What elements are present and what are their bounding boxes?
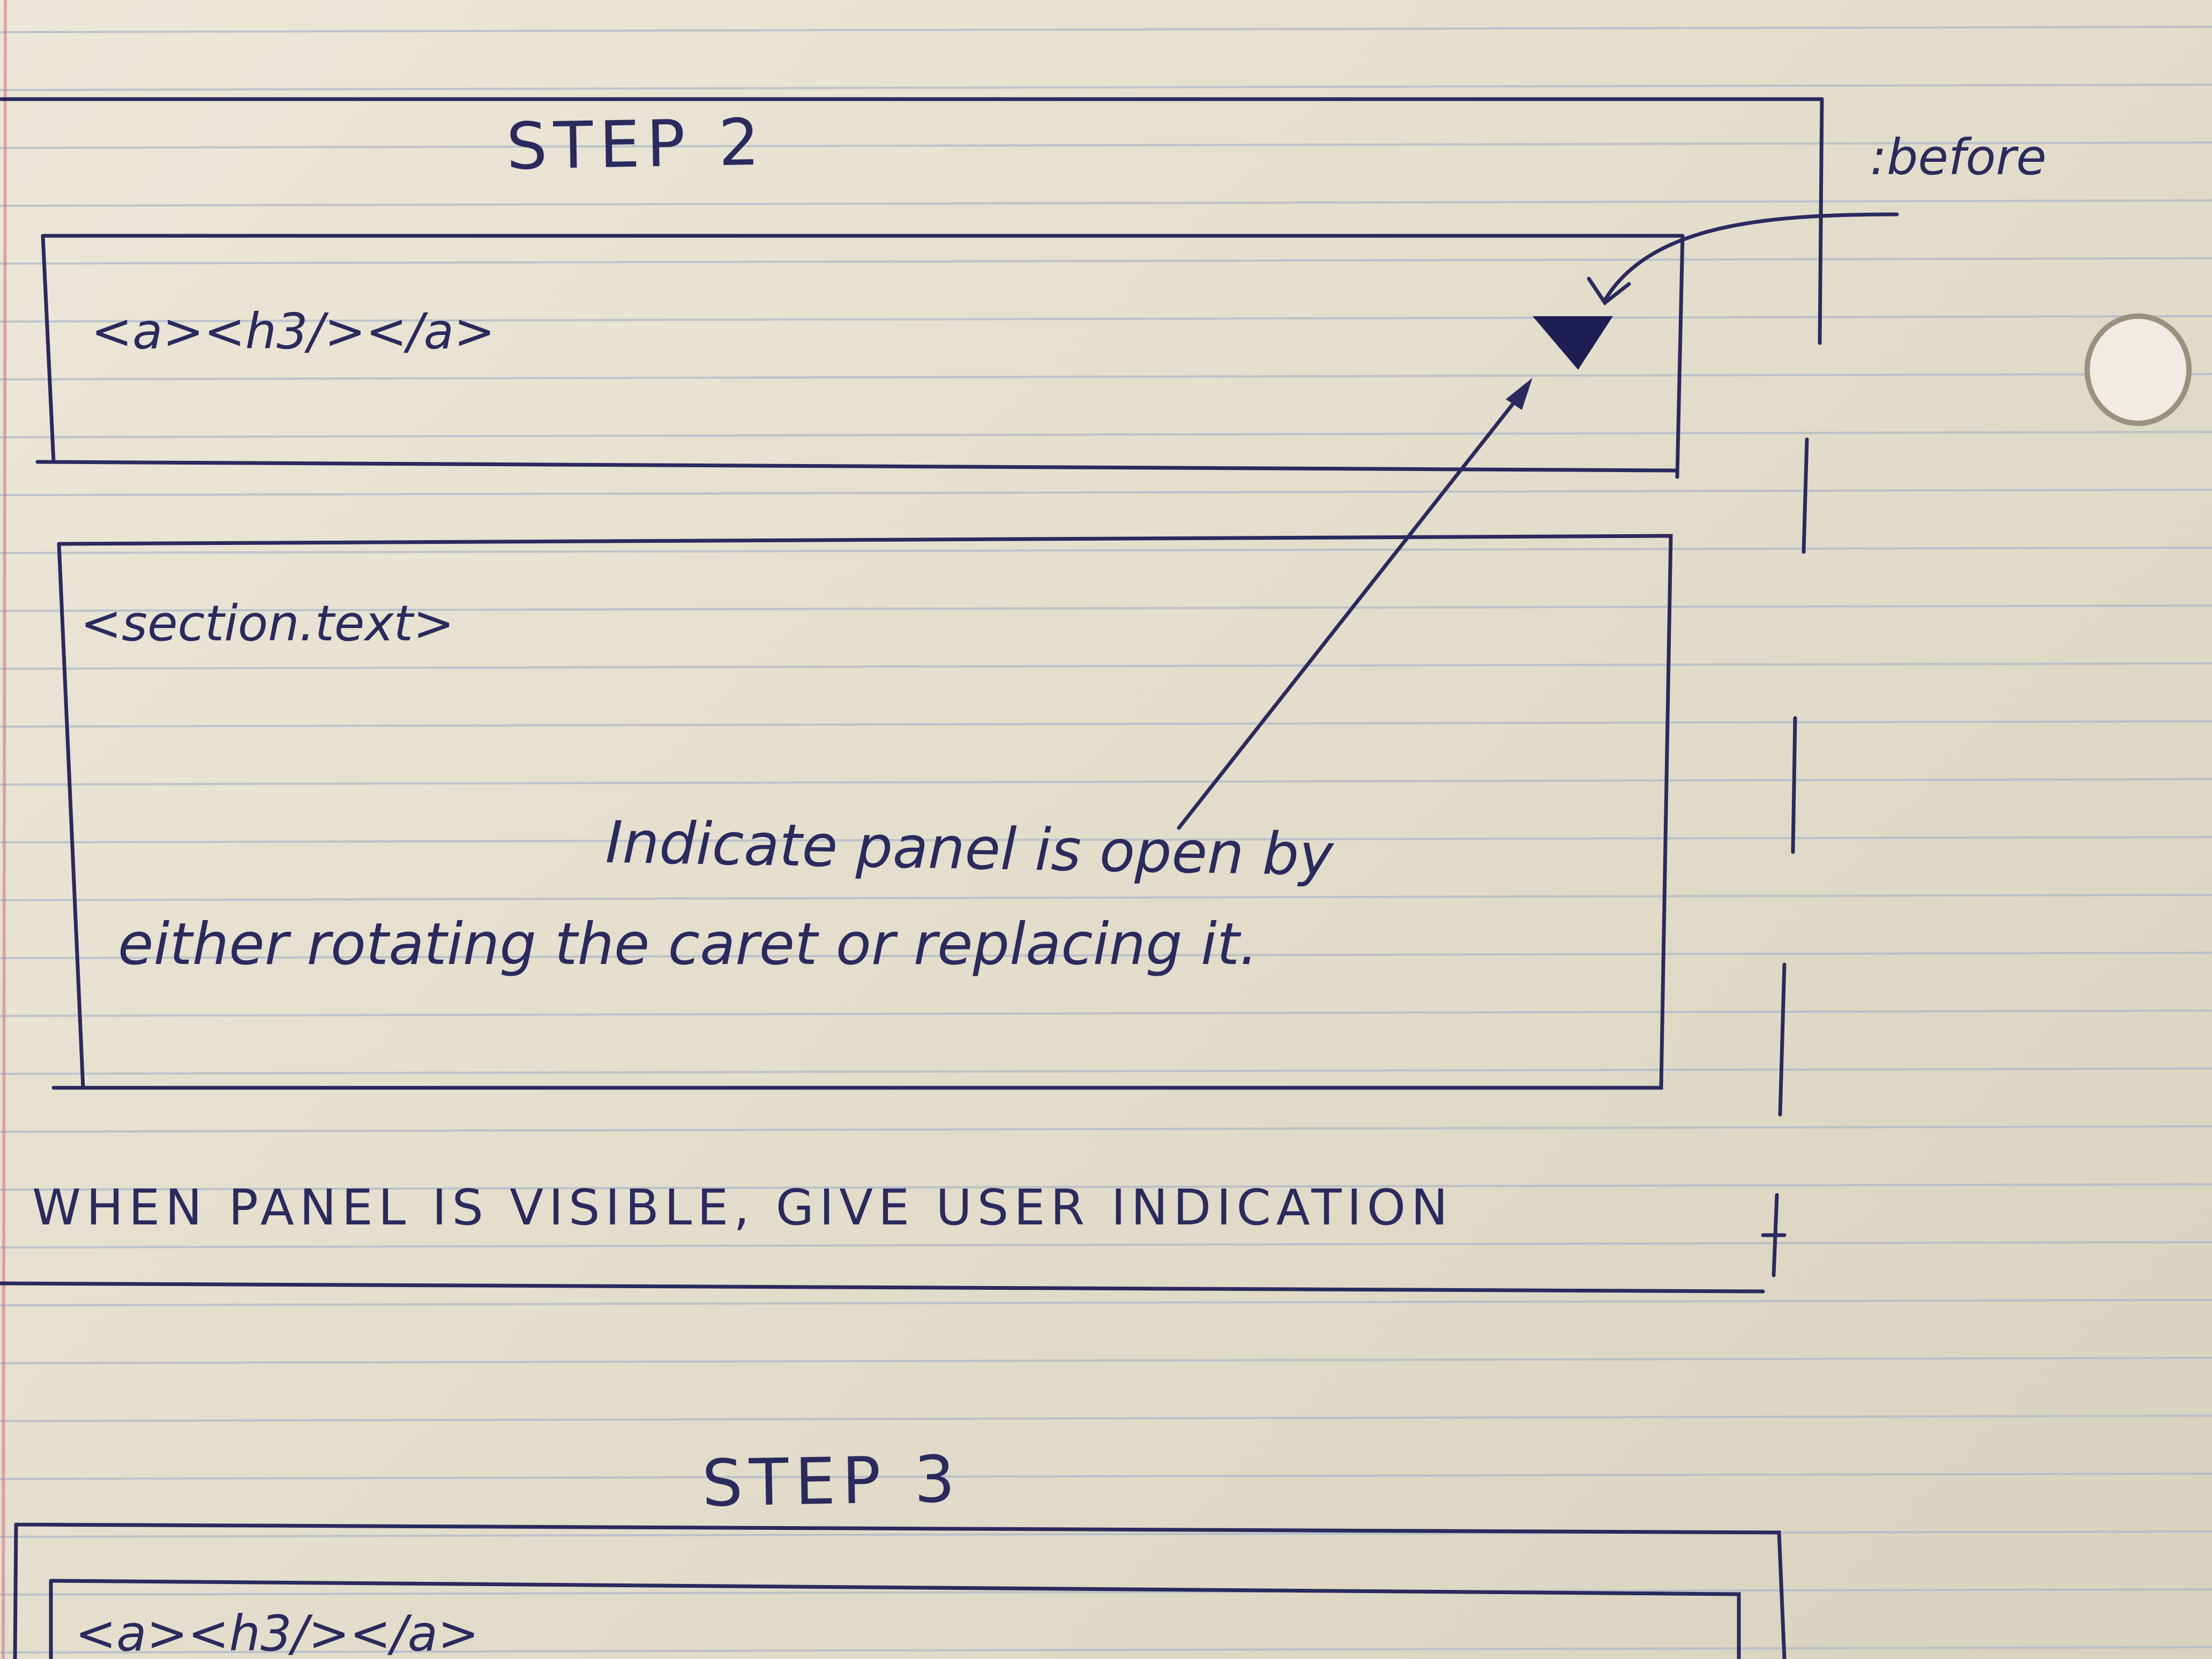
section-box — [51, 534, 1673, 1090]
outer-frame — [0, 97, 1824, 1294]
ruled-line — [0, 720, 2212, 728]
ruled-line — [0, 1415, 2212, 1422]
margin-line — [2, 0, 7, 1659]
ruled-line — [0, 373, 2212, 380]
step-3-title: STEP 3 — [701, 1442, 962, 1521]
ruled-line — [0, 489, 2212, 496]
ruled-line — [0, 1473, 2212, 1480]
ruled-line — [0, 836, 2212, 843]
ruled-line — [0, 1588, 2212, 1596]
caret-icon — [1533, 316, 1613, 370]
step-3-anchor-tag-label: <a><h3/></a> — [75, 1605, 480, 1659]
note-arrowhead — [1506, 378, 1533, 410]
ruled-line — [0, 1067, 2212, 1075]
ruled-line — [0, 1241, 2212, 1249]
ruled-line — [0, 1125, 2212, 1133]
before-pseudo-label: :before — [1870, 129, 2047, 186]
ruled-line — [0, 894, 2212, 901]
note-line-1: Indicate panel is open by — [604, 809, 1334, 889]
step-2-title: STEP 2 — [505, 105, 767, 184]
section-tag-label: <section.text> — [80, 595, 454, 652]
ruled-line — [0, 1010, 2212, 1017]
ruled-line — [0, 1530, 2212, 1538]
ruled-lines — [0, 26, 2212, 1654]
visibility-caption: WHEN PANEL IS VISIBLE, GIVE USER INDICAT… — [32, 1179, 1453, 1236]
anchor-box — [35, 234, 1685, 479]
ruled-line — [0, 952, 2212, 959]
step-3-inner-box — [49, 1579, 1741, 1659]
step-3-outer-box — [13, 1522, 1787, 1659]
ruled-line — [0, 84, 2212, 91]
ruled-line — [0, 1183, 2212, 1191]
ruled-line — [0, 431, 2212, 438]
ruled-line — [0, 199, 2212, 207]
ruled-line — [0, 1646, 2212, 1654]
ruled-line — [0, 547, 2212, 554]
ruled-line — [0, 315, 2212, 323]
note-line-2: either rotating the caret or replacing i… — [118, 911, 1258, 978]
ruled-line — [0, 604, 2212, 612]
ruled-line — [0, 26, 2212, 33]
anchor-tag-label: <a><h3/></a> — [91, 303, 496, 360]
before-arrow — [1603, 212, 1899, 302]
ruled-line — [0, 778, 2212, 786]
ruled-line — [0, 141, 2212, 149]
ruled-line — [0, 257, 2212, 265]
before-arrowhead — [1587, 276, 1631, 306]
note-arrow — [1177, 384, 1529, 830]
ruled-line — [0, 1357, 2212, 1364]
punch-hole — [2084, 313, 2192, 426]
ruled-line — [0, 1299, 2212, 1306]
ruled-line — [0, 662, 2212, 670]
